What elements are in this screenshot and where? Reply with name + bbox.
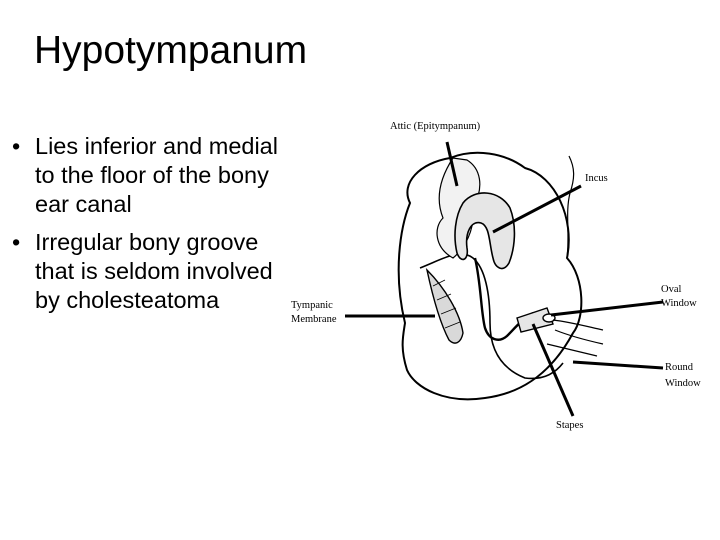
incus-leader xyxy=(492,184,582,234)
bullet-text: Lies inferior and medial to the floor of… xyxy=(35,133,278,217)
tympanic-membrane xyxy=(425,267,464,344)
membrane-hatch xyxy=(444,321,461,329)
bullet-marker: • xyxy=(12,133,21,159)
label-tympanic-1: Tympanic xyxy=(291,300,333,311)
malleus-handle xyxy=(473,257,534,341)
label-oval-window-2: Window xyxy=(661,298,697,309)
label-tympanic-2: Membrane xyxy=(291,314,337,325)
bullet-item: • Lies inferior and medial to the floor … xyxy=(10,132,282,219)
membrane-hatch xyxy=(432,279,446,287)
slide-title: Hypotympanum xyxy=(34,29,308,72)
attic-leader xyxy=(445,141,459,187)
bullet-marker: • xyxy=(12,229,21,255)
middle-ear-cavity-outline xyxy=(397,151,583,401)
label-incus: Incus xyxy=(585,173,608,184)
inner-ear-line xyxy=(566,155,575,259)
inner-ear-line xyxy=(554,329,604,345)
bullet-item: • Irregular bony groove that is seldom i… xyxy=(10,228,282,315)
oval-window-leader xyxy=(550,300,664,317)
label-oval-window-1: Oval xyxy=(661,284,681,295)
stapes-leader xyxy=(531,323,575,417)
bullet-list: • Lies inferior and medial to the floor … xyxy=(10,132,282,324)
membrane-hatch xyxy=(436,293,452,301)
label-stapes: Stapes xyxy=(556,420,583,431)
attic-region xyxy=(436,157,481,259)
bullet-text: Irregular bony groove that is seldom inv… xyxy=(35,229,273,313)
inner-ear-line xyxy=(552,319,604,331)
round-window-line xyxy=(546,343,598,357)
membrane-hatch xyxy=(440,307,457,315)
ear-diagram: Attic (Epitympanum) Incus Oval Window Ty… xyxy=(291,121,701,431)
label-attic: Attic (Epitympanum) xyxy=(390,121,481,132)
stapes-ossicle xyxy=(516,307,554,333)
label-round-window-1: Round xyxy=(665,362,694,373)
round-window-leader xyxy=(572,360,664,370)
label-round-window-2: Window xyxy=(665,378,701,389)
incus-ossicle xyxy=(454,192,516,270)
